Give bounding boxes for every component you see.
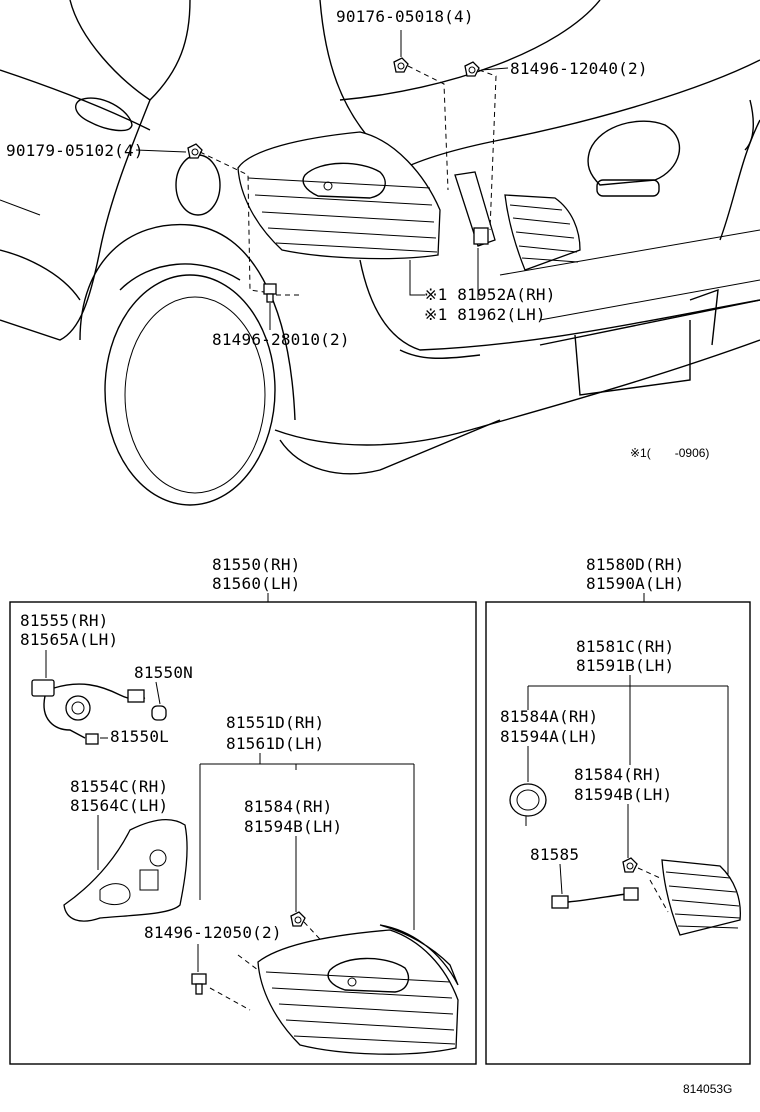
label-81585: 81585 — [530, 845, 579, 864]
nut-81584-left — [290, 911, 306, 927]
label-81584-rh-left: 81584(RH) — [244, 797, 333, 816]
garnish-lamp-installed — [454, 171, 581, 271]
nut-90176 — [393, 57, 409, 73]
tail-lamp-assembly-left — [257, 924, 459, 1055]
catalog-code: 814053G — [683, 1082, 732, 1096]
label-81594a-lh: 81594A(LH) — [500, 727, 598, 746]
label-81564c-lh: 81564C(LH) — [70, 796, 168, 815]
gasket-plate — [63, 818, 188, 922]
label-81496-28010: 81496-28010(2) — [212, 330, 350, 349]
label-81584a-rh: 81584A(RH) — [500, 707, 598, 726]
label-81952a: ※1 81952A(RH) — [424, 285, 556, 304]
left-header-lh: 81560(LH) — [212, 574, 301, 593]
label-81550l: 81550L — [110, 727, 169, 746]
tail-lamp-installed — [237, 131, 441, 260]
socket-81585 — [551, 863, 639, 909]
label-81496-12040: 81496-12040(2) — [510, 59, 648, 78]
label-81594b-lh-left: 81594B(LH) — [244, 817, 342, 836]
top-leader-lines — [135, 30, 509, 330]
garnish-lamp-right — [661, 859, 741, 936]
label-81551d-rh: 81551D(RH) — [226, 713, 324, 732]
screw-81496-12050 — [191, 944, 207, 995]
label-81584-rh-right: 81584(RH) — [574, 765, 663, 784]
label-81555-rh: 81555(RH) — [20, 611, 109, 630]
clip-90179 — [187, 143, 203, 159]
nut-81584-right — [622, 857, 638, 873]
screw-81496-28010 — [263, 283, 277, 303]
top-hardware — [187, 57, 480, 303]
label-81581c-rh: 81581C(RH) — [576, 637, 674, 656]
footnote: ※1( -0906) — [630, 446, 709, 460]
right-header-rh: 81580D(RH) — [586, 555, 684, 574]
left-assembly-box — [9, 601, 477, 1065]
label-81496-12050: 81496-12050(2) — [144, 923, 282, 942]
label-81561d-lh: 81561D(LH) — [226, 734, 324, 753]
right-header-lh: 81590A(LH) — [586, 574, 684, 593]
gasket-ring-right — [509, 783, 547, 826]
nut-81496-12040 — [464, 61, 480, 77]
label-90176-05018: 90176-05018(4) — [336, 7, 474, 26]
label-81962: ※1 81962(LH) — [424, 305, 546, 324]
label-81550n: 81550N — [134, 663, 193, 682]
label-81565a-lh: 81565A(LH) — [20, 630, 118, 649]
vehicle-rear-illustration — [0, 0, 760, 506]
label-81591b-lh: 81591B(LH) — [576, 656, 674, 675]
label-81594b-lh-right: 81594B(LH) — [574, 785, 672, 804]
right-assembly-box — [485, 601, 751, 1065]
left-header-rh: 81550(RH) — [212, 555, 301, 574]
label-90179-05102: 90179-05102(4) — [6, 141, 144, 160]
socket-wire-harness — [31, 650, 167, 745]
label-81554c-rh: 81554C(RH) — [70, 777, 168, 796]
